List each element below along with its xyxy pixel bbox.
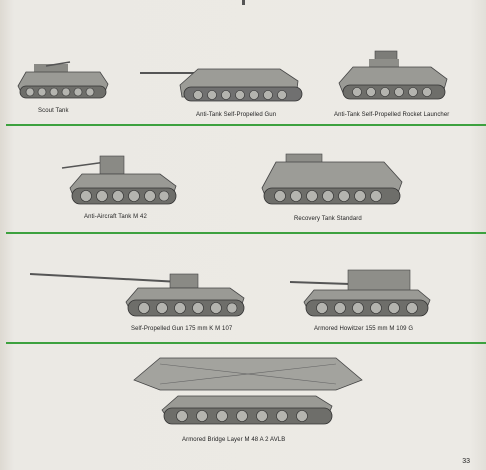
binding-mark <box>242 0 245 5</box>
caption-scout-tank: Scout Tank <box>38 108 69 114</box>
howitzer-155-illustration <box>290 262 440 324</box>
caption-bridge-layer: Armored Bridge Layer M 48 A 2 AVLB <box>182 437 286 443</box>
page-number: 33 <box>462 458 470 465</box>
caption-anti-tank-spg: Anti-Tank Self-Propelled Gun <box>196 112 277 118</box>
spg-175-illustration <box>30 262 255 324</box>
caption-spg-175: Self-Propelled Gun 175 mm K M 107 <box>131 326 233 332</box>
divider-2 <box>6 232 486 234</box>
caption-howitzer-155: Armored Howitzer 155 mm M 109 G <box>314 326 414 332</box>
bridge-layer-illustration <box>126 352 366 434</box>
divider-3 <box>6 342 486 344</box>
caption-recovery-tank: Recovery Tank Standard <box>294 216 362 222</box>
divider-1 <box>6 124 486 126</box>
anti-tank-spg-illustration <box>140 55 310 110</box>
caption-aa-tank: Anti-Aircraft Tank M 42 <box>84 214 147 220</box>
anti-tank-rocket-illustration <box>335 45 455 110</box>
scout-tank-illustration <box>12 50 112 105</box>
aa-tank-illustration <box>60 148 185 210</box>
caption-anti-tank-rocket: Anti-Tank Self-Propelled Rocket Launcher <box>334 112 450 118</box>
recovery-tank-illustration <box>256 148 406 213</box>
